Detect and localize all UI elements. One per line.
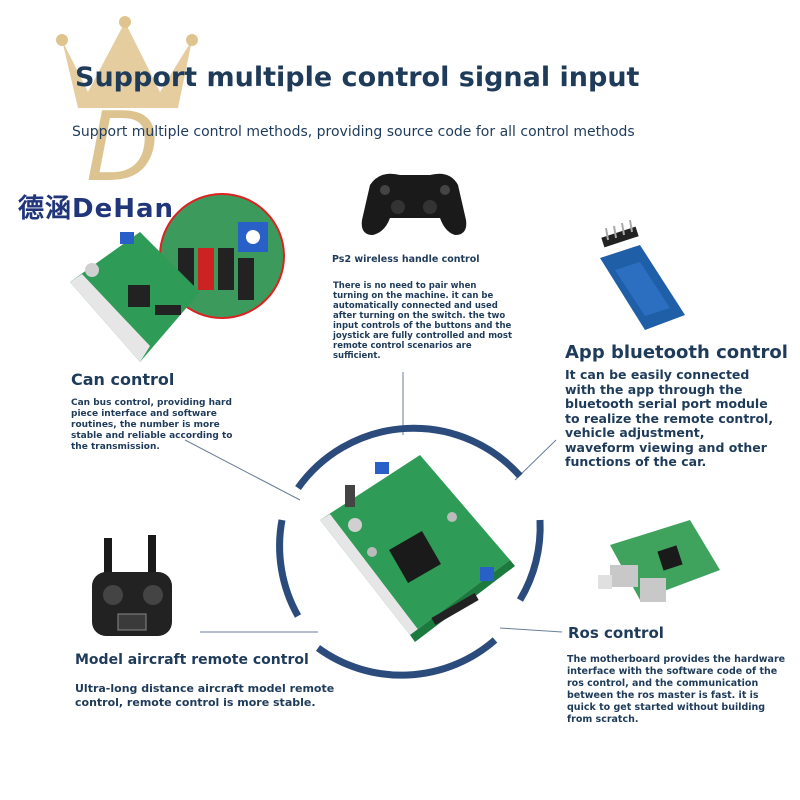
ps2-section-desc: There is no need to pair when turning on…	[333, 281, 513, 361]
page-subtitle: Support multiple control methods, provid…	[72, 124, 635, 140]
brand-logo-text: 德涵DeHan	[18, 194, 175, 224]
connector-line-can	[184, 439, 301, 501]
center-ring	[276, 424, 544, 679]
rc-transmitter-image	[92, 535, 172, 636]
app-section-desc: It can be easily connected with the app …	[565, 367, 774, 469]
aircraft-section-desc: Ultra-long distance aircraft model remot…	[75, 682, 335, 709]
page-title: Support multiple control signal input	[75, 62, 640, 93]
ps2-section-title: Ps2 wireless handle control	[332, 254, 480, 265]
can-section-title: Can control	[71, 370, 175, 389]
raspberry-pi-image	[598, 520, 720, 602]
can-board-image	[70, 232, 200, 362]
center-board-image	[320, 455, 515, 642]
aircraft-section-title: Model aircraft remote control	[75, 652, 309, 668]
app-section-title: App bluetooth control	[565, 342, 788, 363]
ps2-gamepad-image	[361, 173, 467, 235]
logo-crown-icon: D	[56, 16, 198, 203]
ros-section-desc: The motherboard provides the hardware in…	[567, 654, 786, 725]
connector-line-ros	[499, 627, 563, 633]
logo-letter: D	[86, 93, 159, 203]
bluetooth-module-image	[600, 219, 685, 330]
ros-section-title: Ros control	[568, 624, 664, 642]
can-section-desc: Can bus control, providing hard piece in…	[71, 398, 233, 452]
